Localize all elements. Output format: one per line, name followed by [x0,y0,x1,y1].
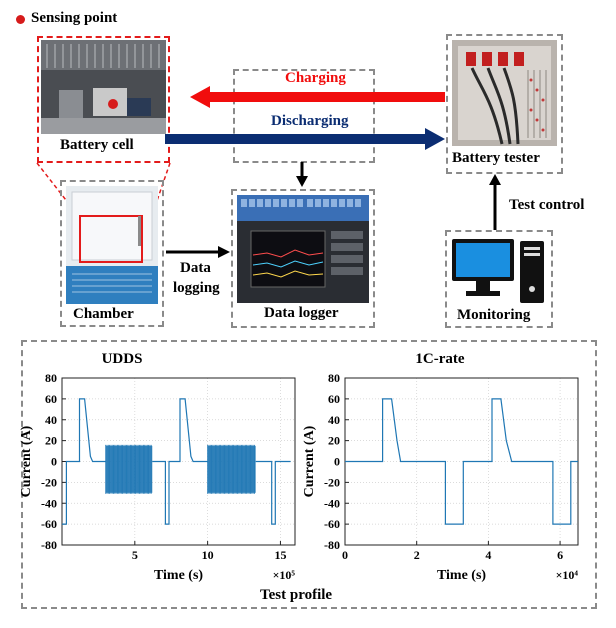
x-multiplier: ×10⁵ [273,568,296,582]
series-line [255,460,291,525]
y-tick-label: -60 [324,517,340,531]
test-profile-label: Test profile [260,587,333,603]
monitoring-frame [445,230,553,328]
battery-tester-photo [452,40,557,146]
y-tick-label: -60 [41,517,57,531]
series-line [152,398,208,525]
dense-series-segment [207,444,256,494]
y-tick-label: 20 [45,434,57,448]
chart-title: 1C-rate [415,351,464,367]
battery-cell-frame [37,36,170,163]
chart-title: UDDS [102,351,143,367]
data-logger-label: Data logger [264,305,339,321]
y-tick-label: -20 [41,475,57,489]
y-tick-label: -20 [324,475,340,489]
y-tick-label: 0 [334,455,340,469]
test-control-label: Test control [509,197,585,213]
charging-arrow [190,86,445,108]
data-logging-arrow [166,246,230,258]
battery-tester-label: Battery tester [452,150,540,166]
x-tick-label: 2 [414,548,420,562]
x-tick-label: 4 [485,548,491,562]
x-tick-label: 0 [342,548,348,562]
y-tick-label: 60 [328,392,340,406]
y-tick-label: -40 [41,496,57,510]
data-logging-label-1: Data [180,260,211,276]
dense-series-segment [105,444,153,494]
dense-fill [207,445,256,493]
data-logging-label-2: logging [173,280,220,296]
battery-tester-frame [446,34,563,174]
series-line [345,398,578,525]
sensing-point-legend-dot [16,15,25,24]
x-tick-label: 6 [557,548,563,562]
chamber-photo [66,186,158,304]
down-arrow [296,162,308,187]
chamber-frame [60,180,164,327]
discharging-arrow [165,128,445,150]
y-tick-label: 80 [328,371,340,385]
data-logger-frame [231,189,375,328]
y-tick-label: 80 [45,371,57,385]
communication-frame [233,69,375,163]
x-axis-label: Time (s) [437,568,486,583]
y-axis-label: Current (A) [19,425,34,497]
y-axis-label: Current (A) [302,425,317,497]
x-multiplier: ×10⁴ [556,568,579,582]
discharging-label: Discharging [271,113,349,129]
data-logger-photo [237,195,369,303]
charging-label: Charging [285,70,346,86]
x-axis-label: Time (s) [154,568,203,583]
x-tick-label: 10 [202,548,214,562]
series-line [62,398,106,525]
test-profile-frame [21,340,597,609]
monitoring-label: Monitoring [457,307,531,323]
monitoring-photo [450,237,548,307]
y-tick-label: 60 [45,392,57,406]
x-tick-label: 5 [132,548,138,562]
y-tick-label: -80 [41,538,57,552]
battery-cell-label: Battery cell [60,137,134,153]
sensing-point-label: Sensing point [31,10,118,26]
chamber-label: Chamber [73,306,134,322]
battery-cell-photo [41,40,166,134]
y-tick-label: 40 [328,413,340,427]
y-tick-label: 40 [45,413,57,427]
up-arrow [489,174,501,230]
y-tick-label: 0 [51,455,57,469]
x-tick-label: 15 [274,548,286,562]
chart-udds: UDDS 80 60 40 20 0 -20 -40 -60 -80 5 10 15 ×10⁵ Time (… [19,351,296,583]
y-tick-label: 20 [328,434,340,448]
y-tick-label: -80 [324,538,340,552]
y-tick-label: -40 [324,496,340,510]
